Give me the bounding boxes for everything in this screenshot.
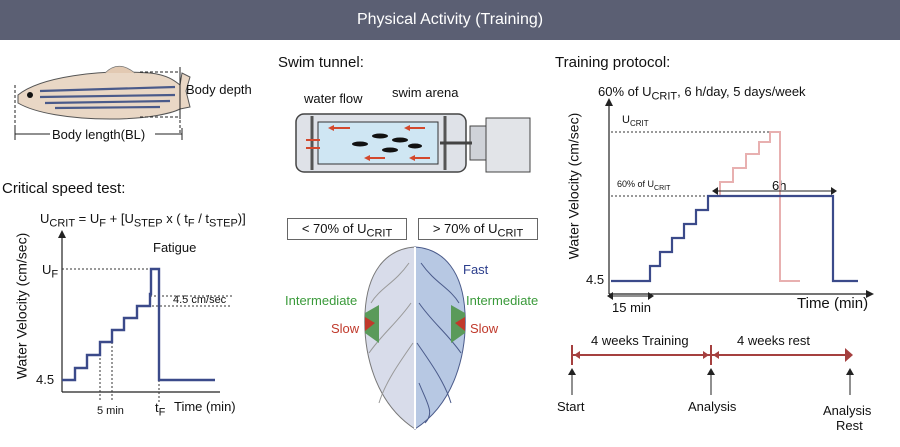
analysis-rest-label-2: Rest [836,418,863,433]
muscle-left-half [364,246,416,430]
motor [485,117,531,173]
analysis-label: Analysis [688,399,737,414]
fish-stripes [39,85,176,110]
left-muscle-lines [368,262,414,404]
slow-left-label: Slow [331,321,360,336]
right-slow-zone [455,317,465,331]
title-banner [0,0,900,40]
training-heading: Training protocol: [555,54,671,71]
ucrit-label: UCRIT [622,114,649,129]
intermediate-right-label: Intermediate [466,293,539,308]
fish-silhouettes [352,133,422,153]
fifteen-min-label: 15 min [612,300,652,315]
analysis-rest-label-1: Analysis [823,403,872,418]
fish-dorsal-fin [104,65,136,74]
rest-period-label: 4 weeks rest [737,333,810,348]
critical-speed-plot [58,230,232,402]
training-x-axis-arrowhead [866,290,874,298]
page-title: Physical Activity (Training) [356,11,544,28]
training-trace [611,194,858,283]
critical-speed-ymin-label: 4.5 [36,372,55,387]
swim-tunnel-illustration [295,113,531,173]
body-depth-label: Body depth [186,82,252,97]
fish-eye [27,92,33,98]
water-flow-label: water flow [304,91,363,106]
critical-speed-trace [62,267,215,382]
body-length-label: Body length(BL) [48,127,150,142]
flow-arrows [306,127,430,159]
sixty-percent-label: 60% of UCRIT [617,179,671,192]
fast-label: Fast [463,262,489,277]
training-y-axis-arrowhead [605,98,613,106]
above-70-box: > 70% of UCRIT [418,218,538,240]
muscle-right-half [414,246,466,430]
zebrafish-illustration [14,65,191,133]
training-period-label: 4 weeks Training [591,333,689,348]
muscle-cross-section [364,246,466,430]
critical-speed-xlabel: Time (min) [174,399,236,414]
step-time-label: 5 min [97,405,124,417]
body-length-arrow [14,128,183,140]
tf-label: tF [155,400,166,419]
swim-tunnel-heading: Swim tunnel: [278,54,364,71]
intermediate-left-label: Intermediate [285,293,358,308]
slow-right-label: Slow [470,321,499,336]
critical-speed-heading: Critical speed test: [2,180,126,197]
right-fast-lines [416,262,462,424]
swim-arena-label: swim arena [392,85,459,100]
step-size-label: 4.5 cm/sec [173,294,227,306]
training-xlabel: Time (min) [797,295,869,312]
fatigue-label: Fatigue [153,240,197,255]
start-label: Start [557,399,585,414]
training-subtitle: 60% of UCRIT, 6 h/day, 5 days/week [598,84,806,103]
training-ymin-label: 4.5 [586,272,605,287]
below-70-box: < 70% of UCRIT [287,218,407,240]
ramp-trace-ucrit [611,131,800,282]
left-slow-zone [365,317,375,331]
critical-speed-formula: UCRIT = UF + [USTEP x ( tF / tSTEP)] [40,211,246,230]
y-axis-arrowhead [58,230,66,238]
uf-tick-label: UF [42,262,59,281]
